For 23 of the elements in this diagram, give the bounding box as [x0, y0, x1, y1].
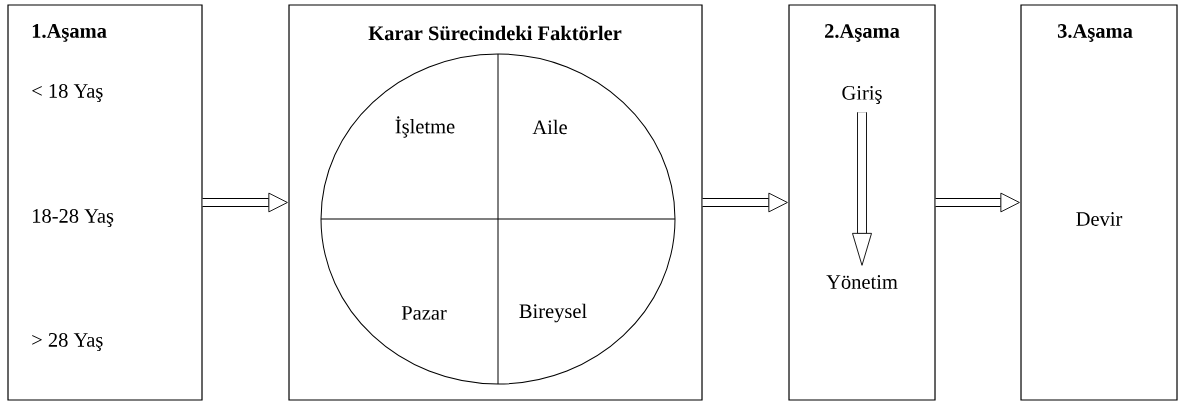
- box-text: Devir: [1076, 212, 1123, 226]
- quadrant-label: Bireysel: [519, 303, 587, 323]
- quadrant-label: Aile: [532, 119, 567, 135]
- step-label: Yönetim: [826, 275, 898, 289]
- quadrant-label: Pazar: [401, 306, 447, 320]
- hollow-arrow: [852, 112, 872, 266]
- box-heading: 2.Aşama: [825, 24, 900, 42]
- hollow-arrow: [702, 192, 788, 213]
- step-label: Giriş: [842, 86, 882, 104]
- hollow-arrow: [202, 192, 288, 213]
- box-heading: 1.Aşama: [32, 24, 107, 42]
- stage-box: [1020, 4, 1178, 401]
- quadrant-label: İşletme: [395, 116, 455, 138]
- stage-box: [788, 4, 936, 401]
- box-text: 18-28 Yaş: [33, 209, 114, 227]
- box-heading: 3.Aşama: [1057, 24, 1133, 42]
- hollow-arrow: [935, 192, 1020, 213]
- stage-box: [7, 4, 203, 401]
- box-text: > 28 Yaş: [32, 333, 103, 351]
- stage-box: [288, 4, 703, 401]
- quadrant-circle: [320, 53, 676, 385]
- box-heading: Karar Sürecindeki Faktörler: [368, 25, 622, 41]
- box-text: < 18 Yaş: [32, 84, 103, 102]
